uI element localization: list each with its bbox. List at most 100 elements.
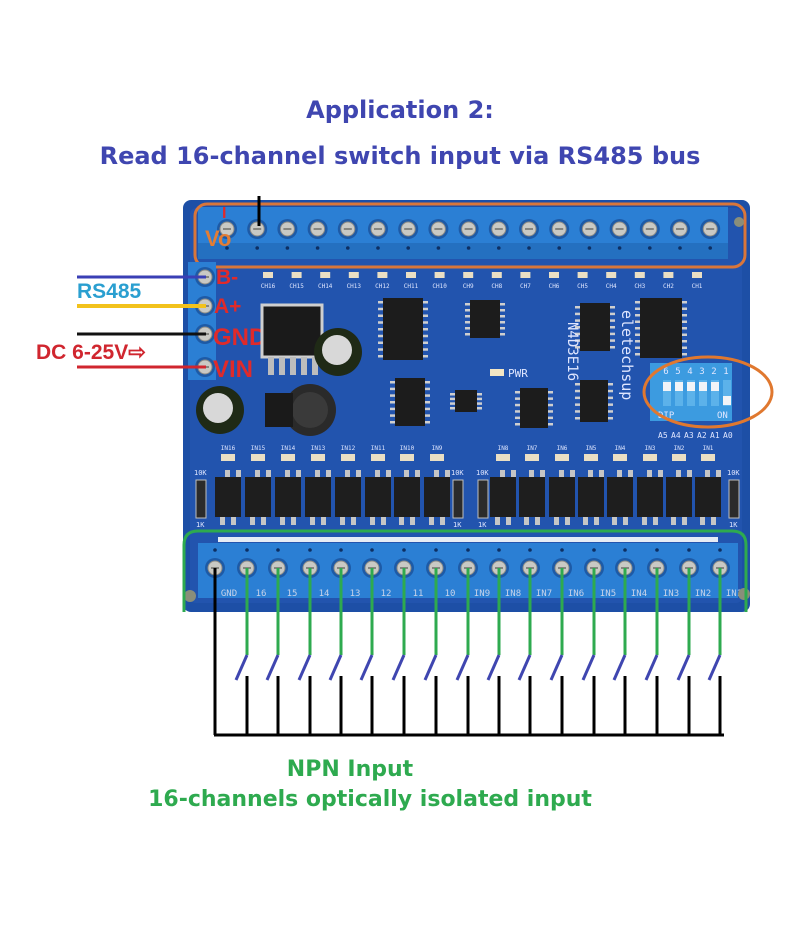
ic-pin <box>465 303 470 306</box>
opto-pin <box>682 517 687 525</box>
resistor-label-1k: 1K <box>453 521 462 529</box>
dip-switch-toggle-on <box>723 396 731 405</box>
optocoupler <box>637 477 663 517</box>
ic-pin <box>390 401 395 404</box>
opto-pin <box>500 470 505 478</box>
input-led-label: IN3 <box>645 445 656 452</box>
dip-switch-toggle-off <box>663 382 671 391</box>
ic-pin <box>575 403 580 406</box>
input-led <box>430 454 444 461</box>
switch-contact <box>517 654 532 681</box>
pin-label-vin: VIN <box>213 356 253 383</box>
dip-left-label: DIP <box>658 411 675 421</box>
opto-pin <box>315 470 320 478</box>
input-led-label: IN8 <box>498 445 509 452</box>
ic-pin <box>682 333 687 336</box>
terminal-hole-dot <box>370 548 374 552</box>
terminal-hole-dot <box>466 548 470 552</box>
mounting-hole <box>184 590 196 602</box>
opto-pin <box>255 470 260 478</box>
dip-switch-number: 4 <box>687 367 692 377</box>
pwr-label: PWR <box>508 367 528 380</box>
terminal-hole-dot <box>346 246 350 250</box>
switch-contact <box>644 654 659 681</box>
ic-pin <box>608 403 613 406</box>
ic-pin <box>423 301 428 304</box>
ic-pin <box>423 321 428 324</box>
ic-pin <box>450 402 455 405</box>
right-arrow-icon: ⇨ <box>128 341 146 364</box>
terminal-hole-dot <box>560 548 564 552</box>
ic-pin <box>477 397 482 401</box>
mounting-hole <box>738 588 750 600</box>
optocoupler <box>215 477 241 517</box>
ic-pin <box>423 334 428 338</box>
ic-pin <box>682 307 687 310</box>
terminal-hole-dot <box>255 246 259 250</box>
channel-led-label: CH4 <box>606 283 617 290</box>
opto-pin <box>583 517 588 525</box>
terminal-hole-dot <box>687 548 691 552</box>
opto-pin <box>705 470 710 478</box>
input-led-label: IN6 <box>557 445 568 452</box>
ic-pin <box>682 340 687 343</box>
ic-pin <box>635 340 640 343</box>
optocoupler <box>275 477 301 517</box>
address-label: A0 <box>723 431 733 440</box>
ic-chip <box>640 298 682 358</box>
switch-contact <box>612 654 627 681</box>
opto-pin <box>647 470 652 478</box>
terminal-hole-dot <box>213 548 217 552</box>
dip-switch-slot <box>699 380 707 406</box>
ic-pin <box>610 339 615 342</box>
opto-pin <box>261 517 266 525</box>
switch-contact <box>297 654 312 681</box>
pwr-led <box>490 369 504 376</box>
dip-right-label: ON <box>717 411 728 421</box>
ic-pin <box>610 312 615 316</box>
terminal-hole-dot <box>436 246 441 250</box>
input-led-label: IN4 <box>615 445 626 452</box>
input-led-label: IN14 <box>281 445 296 452</box>
dc-power-text: DC 6-25V <box>36 341 129 364</box>
opto-pin <box>700 517 705 525</box>
terminal-hole-dot <box>308 548 312 552</box>
resistor-label-1k: 1K <box>729 521 738 529</box>
opto-pin <box>280 517 285 525</box>
ic-pin <box>390 407 395 411</box>
channel-led <box>692 272 702 278</box>
resistor-label-10k: 10K <box>727 469 740 477</box>
ic-pin <box>450 393 455 396</box>
channel-led-label: CH7 <box>520 283 531 290</box>
input-terminal-label: IN4 <box>631 589 647 599</box>
ic-chip <box>580 303 610 351</box>
channel-led <box>520 272 531 278</box>
ic-pin <box>608 410 613 413</box>
input-led-label: IN12 <box>341 445 356 452</box>
ic-pin <box>575 319 580 322</box>
ic-pin <box>500 327 505 330</box>
channel-led <box>263 272 273 278</box>
dip-switch-number: 3 <box>699 367 704 377</box>
dip-switch-number: 1 <box>723 367 728 377</box>
terminal-hole-dot <box>718 548 722 552</box>
opto-pin <box>711 517 716 525</box>
opto-pin <box>296 470 301 478</box>
channel-led-label: CH3 <box>634 283 645 290</box>
opto-pin <box>321 517 326 525</box>
dip-switch-toggle-off <box>675 382 683 391</box>
ic-pin <box>608 389 613 393</box>
channel-led <box>606 272 617 278</box>
opto-pin <box>404 470 409 478</box>
diagram-title: Application 2: <box>306 96 494 124</box>
dip-switch-toggle-off <box>699 382 707 391</box>
ic-pin <box>575 346 580 349</box>
ic-pin <box>500 303 505 306</box>
pin-label-a-plus: A+ <box>214 295 241 318</box>
terminal-hole-dot <box>339 548 343 552</box>
npn-input-caption: NPN Input <box>286 757 414 782</box>
ic-pin <box>378 341 383 344</box>
bottom-terminal-strip <box>218 537 718 542</box>
input-led <box>643 454 657 461</box>
